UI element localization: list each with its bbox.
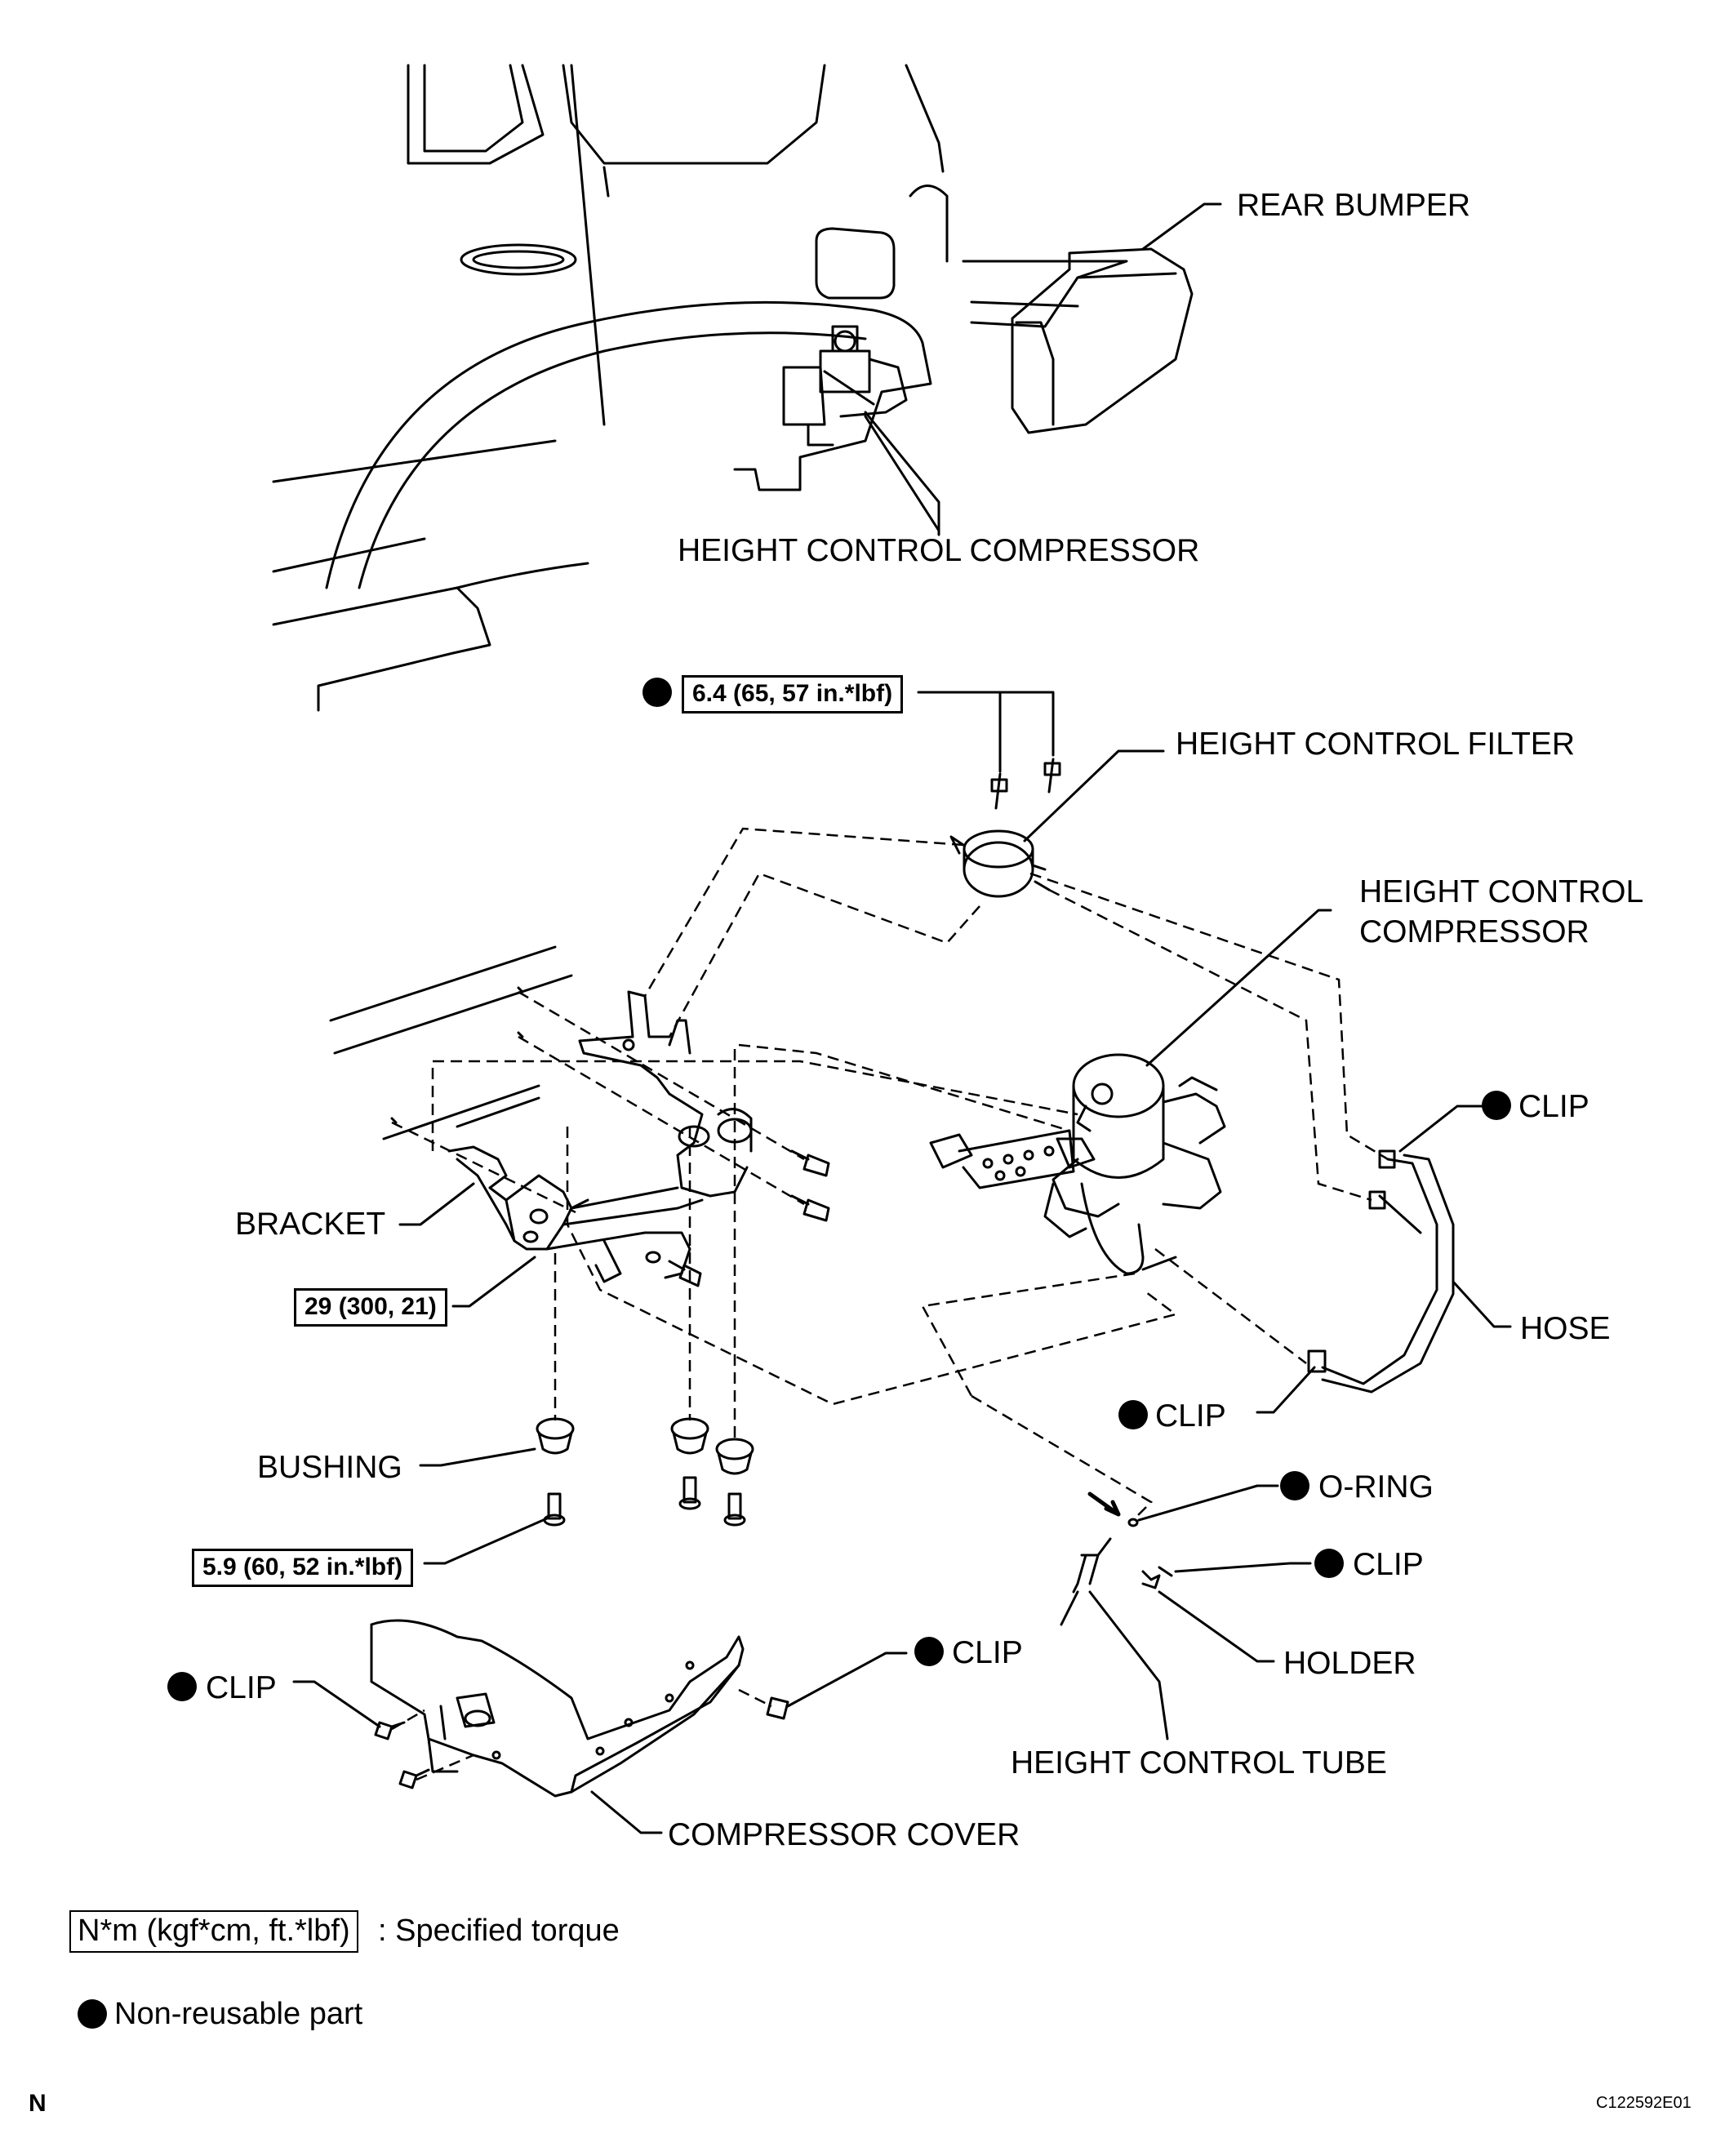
bracket-bolts — [390, 986, 830, 1287]
dash-compressor-lower — [921, 1272, 1136, 1397]
label-o-ring: O-RING — [1318, 1469, 1434, 1505]
leader-clip-lower-hose — [1256, 1366, 1316, 1414]
dash-cover-clip-2 — [416, 1754, 474, 1781]
legend-torque-text: : Specified torque — [378, 1914, 620, 1948]
label-holder: HOLDER — [1283, 1646, 1416, 1681]
torque-bushing-bolt-box: 5.9 (60, 52 in.*lbf) — [192, 1549, 414, 1587]
cover-drawing — [370, 1619, 789, 1798]
leader-cover — [590, 1790, 663, 1834]
bracket-drawing — [329, 945, 753, 1283]
label-bracket: BRACKET — [235, 1207, 386, 1242]
nonreusable-dot — [167, 1672, 197, 1701]
dash-filter-bracket-2 — [668, 872, 980, 1038]
dash-hose-compressor — [1154, 1248, 1307, 1364]
bushings-drawing — [536, 1417, 754, 1527]
leader-hose — [1452, 1280, 1512, 1328]
hose-drawing — [1307, 1149, 1455, 1394]
leader-compressor — [1145, 909, 1332, 1067]
compressor-drawing — [929, 1053, 1226, 1275]
leader-clip-cover-right — [786, 1651, 908, 1708]
leader-clip-hose — [1398, 1105, 1483, 1153]
leader-holder — [1158, 1590, 1275, 1663]
dash-bracket-compressor — [431, 1060, 1078, 1151]
legend-torque-units-box: N*m (kgf*cm, ft.*lbf) — [69, 1910, 358, 1953]
filter-drawing — [949, 758, 1061, 898]
label-hose: HOSE — [1520, 1311, 1611, 1346]
leader-tube — [1088, 1590, 1169, 1740]
label-compressor-cover: COMPRESSOR COVER — [668, 1817, 1020, 1852]
dash-tube-oring — [971, 1394, 1154, 1519]
label-height-control-tube: HEIGHT CONTROL TUBE — [1011, 1745, 1387, 1780]
label-height-control-compressor-line1: HEIGHT CONTROL — [1359, 874, 1644, 909]
leader-bushing — [419, 1447, 536, 1467]
legend-nonreusable-dot — [78, 1999, 107, 2029]
torque-filter-box: 6.4 (65, 57 in.*lbf) — [682, 675, 904, 713]
label-clip-hose: CLIP — [1518, 1089, 1590, 1124]
dash-cover-clip-3 — [391, 1709, 425, 1731]
label-height-control-compressor-top: HEIGHT CONTROL COMPRESSOR — [678, 533, 1200, 568]
nonreusable-dot — [642, 678, 672, 707]
leader-filter-torque — [917, 691, 1055, 773]
label-clip-holder: CLIP — [1353, 1547, 1424, 1582]
label-rear-bumper: REAR BUMPER — [1237, 188, 1471, 223]
dash-bolt-1 — [518, 990, 805, 1161]
leader-compressor-top — [864, 411, 940, 536]
leader-bracket-torque — [451, 1256, 536, 1308]
leader-clip-cover-left — [292, 1680, 381, 1728]
label-bushing: BUSHING — [257, 1450, 402, 1485]
figure-id: C122592E01 — [1596, 2094, 1692, 2112]
legend-nonreusable-text: Non-reusable part — [114, 1997, 363, 2031]
dash-cover-clip — [738, 1688, 772, 1708]
dash-bracket-compressor-2 — [738, 1043, 1070, 1132]
dash-bolt-3 — [391, 1121, 576, 1214]
torque-bracket-box: 29 (300, 21) — [294, 1288, 447, 1327]
leader-filter — [1023, 749, 1165, 842]
dash-filter-hose — [1029, 872, 1389, 1161]
label-height-control-compressor-line2: COMPRESSOR — [1359, 914, 1590, 949]
nonreusable-dot — [1118, 1400, 1148, 1429]
vehicle-body-drawing — [272, 64, 1194, 712]
label-clip-cover-right: CLIP — [952, 1635, 1023, 1670]
nonreusable-dot — [1314, 1549, 1344, 1578]
tube-drawing — [1060, 1491, 1173, 1626]
label-clip-lower-hose: CLIP — [1155, 1398, 1226, 1434]
nonreusable-dot — [1482, 1091, 1511, 1120]
dash-bolt-2 — [518, 1035, 805, 1206]
north-marker: N — [29, 2090, 47, 2117]
nonreusable-dot — [914, 1637, 944, 1666]
leader-bracket — [398, 1182, 475, 1226]
leader-bushing-torque — [423, 1517, 549, 1565]
leader-clip-holder — [1174, 1562, 1312, 1573]
leader-o-ring — [1137, 1484, 1279, 1522]
label-clip-cover-left: CLIP — [206, 1670, 277, 1705]
label-height-control-filter: HEIGHT CONTROL FILTER — [1176, 727, 1575, 762]
leader-rear-bumper — [1141, 202, 1222, 251]
dash-filter-hose-2 — [1048, 888, 1372, 1202]
dash-filter-bracket-1 — [643, 827, 964, 997]
nonreusable-dot — [1280, 1471, 1309, 1500]
dash-bracket-compressor-3 — [566, 1127, 1178, 1406]
